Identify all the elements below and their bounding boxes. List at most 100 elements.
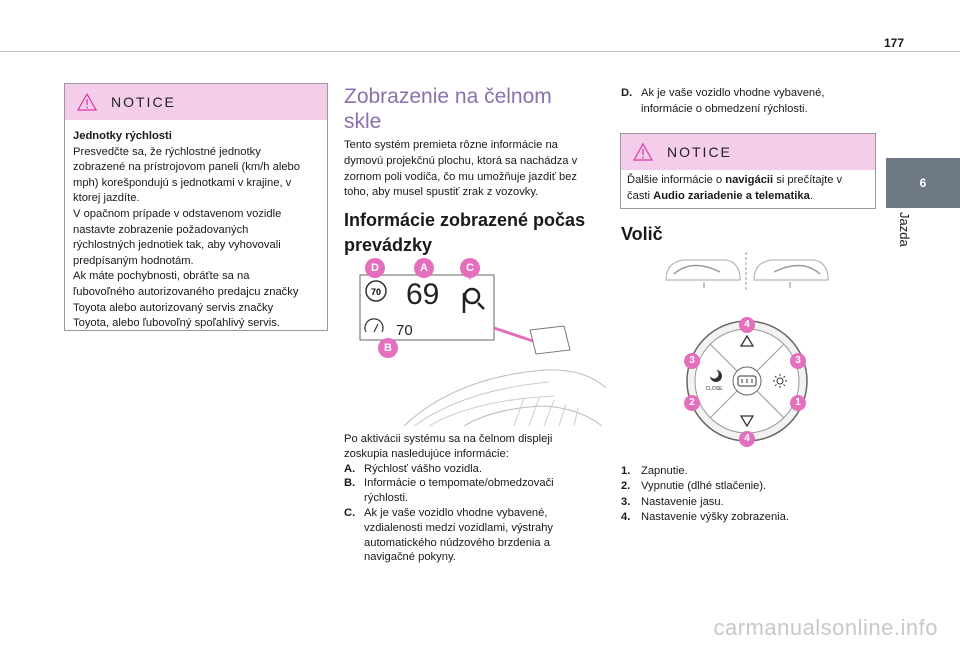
intro-line: Tento systém premieta rôzne informácie n… [344, 139, 558, 151]
notice-navigation: NOTICE Ďalšie informácie o navigácii si … [620, 133, 876, 209]
list-text: Informácie o tempomate/obmedzovači rýchl… [364, 476, 554, 506]
notice-title: NOTICE [111, 94, 176, 110]
text-run: Ďalšie informácie o [627, 174, 726, 186]
list-item: A. Rýchlosť vášho vozidla. [344, 462, 606, 477]
arrow-down-icon [739, 415, 755, 428]
notice-line: mph) korešpondujú s jednotkami v krajine… [73, 176, 292, 189]
list-key: 4. [621, 511, 631, 524]
close-label: CLOSE [706, 386, 724, 392]
hud-illustration: 70 69 70 [359, 270, 607, 427]
page-number: 177 [883, 36, 904, 50]
text-run: si prečítajte v [773, 174, 843, 186]
steering-illustration [665, 252, 829, 292]
notice-line: ľubovoľného autorizovaného predajcu znač… [73, 285, 299, 298]
notice-line: Presvedčte sa, že rýchlostné jednotky [73, 145, 261, 158]
warning-icon [77, 93, 97, 111]
list-line: Ak je vaše vozidlo vhodne vybavené, [641, 87, 825, 99]
notice-line: časti Audio zariadenie a telematika. [627, 189, 869, 205]
notice-body: Jednotky rýchlosti Presvedčte sa, že rýc… [65, 120, 327, 332]
section-title-line: Zobrazenie na čelnom [344, 85, 552, 108]
list-key: B. [344, 477, 356, 490]
list-line: rýchlosti. [364, 492, 409, 505]
list-key: 1. [621, 465, 631, 477]
callout-d: D [365, 258, 385, 278]
list-text: Ak je vaše vozidlo vhodne vybavené, info… [641, 86, 824, 117]
callout-a: A [414, 258, 434, 278]
intro-paragraph: Tento systém premieta rôzne informácie n… [344, 138, 604, 201]
intro-line: zornom poli vodiča, čo mu umožňuje jazdi… [344, 170, 578, 183]
list-item: 3. Nastavenie jasu. [621, 495, 883, 510]
text-run: časti [627, 189, 654, 202]
list-key: 3. [621, 495, 631, 508]
notice-line: nastavte zobrazenie požadovaných [73, 223, 249, 236]
list-key: 2. [621, 480, 631, 493]
hud-icon [737, 375, 757, 387]
arrow-up-icon [739, 334, 755, 347]
volic-heading: Volič [621, 224, 663, 244]
list-line: Ak je vaše vozidlo vhodne vybavené, [364, 506, 548, 519]
intro-line: toho, aby musel spustiť zrak z vozovky. [344, 186, 539, 199]
list-item: 2. Vypnutie (dlhé stlačenie). [621, 479, 883, 494]
subsection-title: Informácie zobrazené počas prevádzky [344, 208, 606, 258]
list-item: 1. Zapnutie. [621, 464, 883, 479]
speed-limit-sign [365, 280, 387, 302]
control-dial[interactable]: CLOSE [680, 314, 814, 448]
subsection-title-line: Informácie zobrazené počas [344, 210, 586, 230]
list-key: A. [344, 462, 356, 475]
dial-callout-4-top: 4 [739, 317, 755, 333]
list-line: navigačné pokyny. [364, 551, 456, 564]
callout-b: B [378, 338, 398, 358]
list-text: Nastavenie výšky zobrazenia. [641, 511, 789, 524]
chapter-label: Jazda [897, 212, 912, 247]
text-run: . [809, 189, 813, 202]
notice-line: Toyota alebo autorizovaný servis značky [73, 301, 274, 314]
notice-line: Ďalšie informácie o navigácii si prečíta… [627, 173, 869, 189]
notice-line: rýchlostných jednotiek tak, aby vyhovova… [73, 239, 281, 252]
intro-line: dymovú projekčnú plochu, ktorá sa nachád… [344, 154, 578, 167]
cruise-control-icon [364, 318, 384, 333]
moon-icon [710, 370, 722, 382]
notice-line: Ak máte pochybnosti, obráťte sa na [73, 270, 250, 283]
section-title: Zobrazenie na čelnom skle [344, 84, 584, 134]
bold-run: Audio zariadenie a telematika [653, 189, 810, 202]
list-key: C. [344, 506, 356, 519]
dial-callout-3-left: 3 [684, 353, 700, 369]
speed-limit-value: 70 [371, 287, 381, 297]
list-item: B. Informácie o tempomate/obmedzovači rý… [344, 476, 606, 506]
notice-line: predpísaným hodnotám. [73, 254, 194, 267]
list-item: D. Ak je vaše vozidlo vhodne vybavené, i… [621, 86, 883, 117]
bold-run: navigácii [725, 174, 774, 186]
list-line: automatického núdzového brzdenia a [364, 536, 550, 549]
current-speed: 69 [406, 278, 439, 311]
cruise-speed: 70 [396, 322, 413, 339]
list-item: 4. Nastavenie výšky zobrazenia. [621, 510, 883, 525]
notice-line: zobrazené na prístrojovom paneli (km/h a… [73, 161, 300, 174]
header-rule [0, 51, 960, 52]
sun-icon [773, 374, 787, 388]
notice-heading: Jednotky rýchlosti [73, 130, 172, 142]
notice-body: Ďalšie informácie o navigácii si prečíta… [621, 170, 875, 204]
notice-line: ktorej jazdíte. [73, 192, 140, 205]
dial-callout-3-right: 3 [790, 353, 806, 369]
notice-line: V opačnom prípade v odstavenom vozidle [73, 207, 282, 220]
warning-icon [633, 143, 653, 161]
description-line: zoskupia nasledujúce informácie: [344, 447, 509, 460]
list-text: Ak je vaše vozidlo vhodne vybavené, vzdi… [364, 506, 553, 565]
list-item: C. Ak je vaše vozidlo vhodne vybavené, v… [344, 506, 606, 565]
chapter-tab[interactable]: 6 [886, 158, 960, 208]
hud-figure: 70 69 70 D A C B [344, 258, 607, 428]
list-key: D. [621, 87, 633, 99]
callout-c: C [460, 258, 480, 278]
list-line: informácie o obmedzení rýchlosti. [641, 102, 808, 115]
list-text: Rýchlosť vášho vozidla. [364, 462, 482, 475]
notice-header: NOTICE [621, 134, 875, 170]
list-text: Vypnutie (dlhé stlačenie). [641, 480, 767, 493]
list-text: Zapnutie. [641, 465, 688, 477]
notice-header: NOTICE [65, 84, 327, 120]
list-text: Nastavenie jasu. [641, 495, 724, 508]
notice-units: NOTICE Jednotky rýchlosti Presvedčte sa,… [64, 83, 328, 331]
notice-line: Toyota, alebo ľubovoľný spoľahlivý servi… [73, 317, 280, 330]
list-line: vzdialenosti medzi vozidlami, výstrahy [364, 521, 554, 534]
dial-legend: 1. Zapnutie. 2. Vypnutie (dlhé stlačenie… [621, 464, 883, 526]
navigation-icon [462, 287, 485, 313]
